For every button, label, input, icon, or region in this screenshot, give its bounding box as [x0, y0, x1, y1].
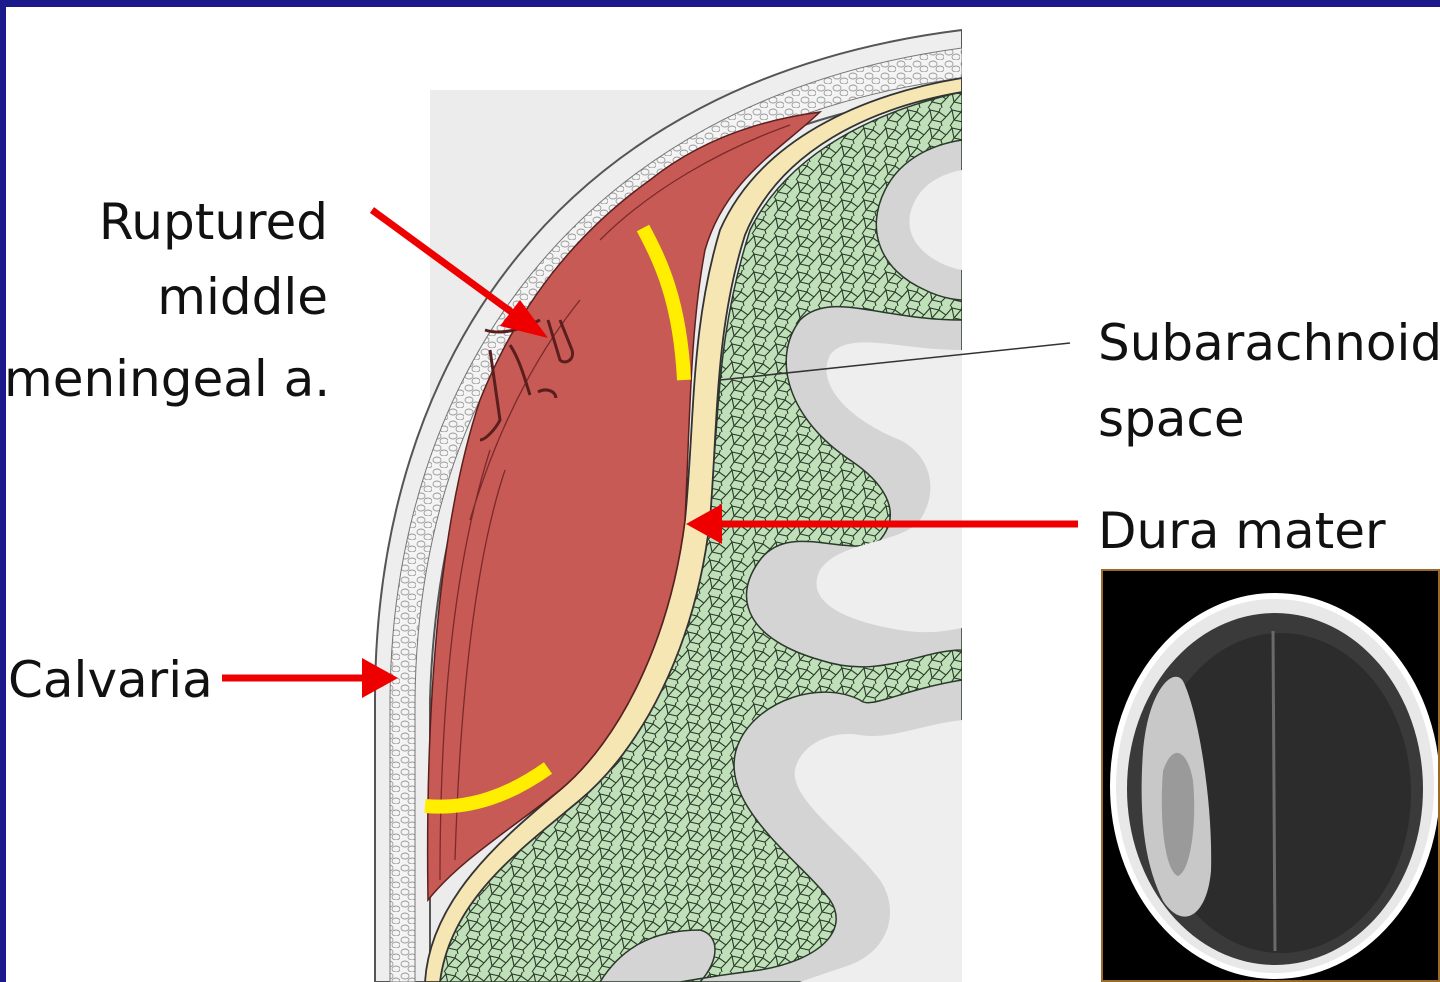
brain-white-matter [794, 170, 962, 982]
label-ruptured-line3: meningeal a. [4, 350, 331, 408]
epidural-hematoma [426, 110, 823, 903]
ct-scan-drawing [1110, 593, 1438, 979]
label-subarachnoid-line2: space [1098, 390, 1245, 448]
highlight-upper [636, 224, 691, 381]
label-calvaria: Calvaria [8, 651, 213, 709]
arrow-ruptured [369, 207, 548, 338]
label-ruptured-line2: middle [157, 268, 328, 326]
highlight-lower [424, 762, 553, 814]
label-ruptured-line1: Ruptured [98, 193, 328, 251]
ct-scan-image [1101, 569, 1440, 982]
slide-border-left [0, 0, 6, 982]
hematoma-streaks [439, 124, 791, 881]
label-dura-mater: Dura mater [1098, 502, 1386, 560]
calvaria-diploe [389, 47, 962, 982]
arrow-calvaria [222, 658, 398, 698]
slide-border-top [0, 0, 1440, 7]
leader-subarachnoid [719, 342, 1071, 381]
ruptured-artery [479, 318, 575, 442]
arrow-dura [686, 504, 1078, 544]
label-subarachnoid-line1: Subarachnoid [1098, 314, 1440, 372]
